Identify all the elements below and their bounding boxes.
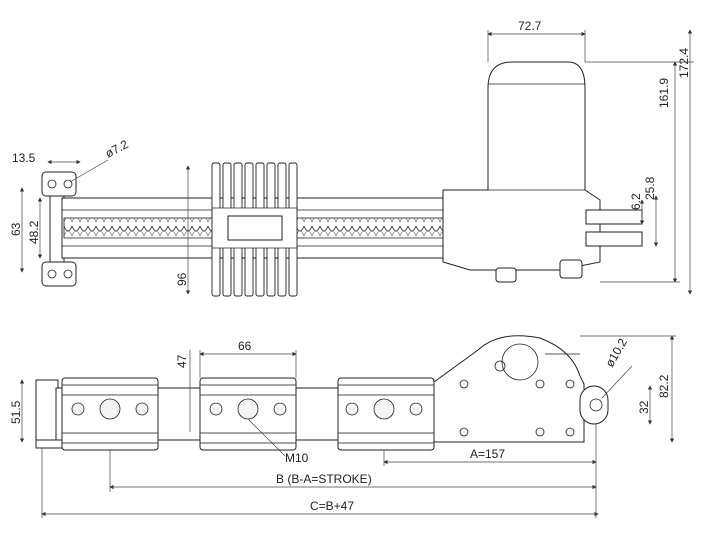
carriage-block-2: [199, 377, 297, 451]
dim-gap-47: 47: [175, 354, 189, 368]
dim-pitch-66: 66: [238, 339, 252, 353]
motor-top: [442, 61, 643, 283]
dim-motor-width: 72.7: [518, 19, 542, 33]
dim-hole-dia-bottom: ø10.2: [602, 336, 630, 370]
dim-pin-32: 32: [637, 400, 651, 414]
dim-thread-m10: M10: [285, 451, 309, 465]
dim-c-total: C=B+47: [310, 499, 354, 513]
end-bracket: [35, 379, 59, 449]
bottom-view: [35, 335, 609, 451]
dim-bracket-48: 48.2: [27, 220, 41, 244]
dim-height-172: 172.4: [677, 48, 691, 78]
dim-a-157: A=157: [470, 447, 505, 461]
dim-total-82: 82.2: [657, 374, 671, 398]
dim-carriage-96: 96: [175, 272, 189, 286]
dim-height-161: 161.9: [657, 78, 671, 108]
dim-b-stroke: B (B-A=STROKE): [276, 472, 372, 486]
carriage-block-3: [337, 377, 435, 451]
carriage-top: [211, 162, 298, 297]
dim-bracket-63: 63: [9, 222, 23, 236]
carriage-block-1: [61, 377, 159, 451]
gearbox-housing: [433, 335, 609, 443]
dim-offset-6: 6.2: [629, 193, 643, 210]
top-view: [41, 61, 643, 297]
dim-hole-dia-top: ø7.2: [103, 137, 131, 161]
dim-hole-spacing: 13.5: [12, 151, 36, 165]
dim-offset-25: 25.8: [643, 176, 657, 200]
dim-left-51: 51.5: [9, 400, 23, 424]
